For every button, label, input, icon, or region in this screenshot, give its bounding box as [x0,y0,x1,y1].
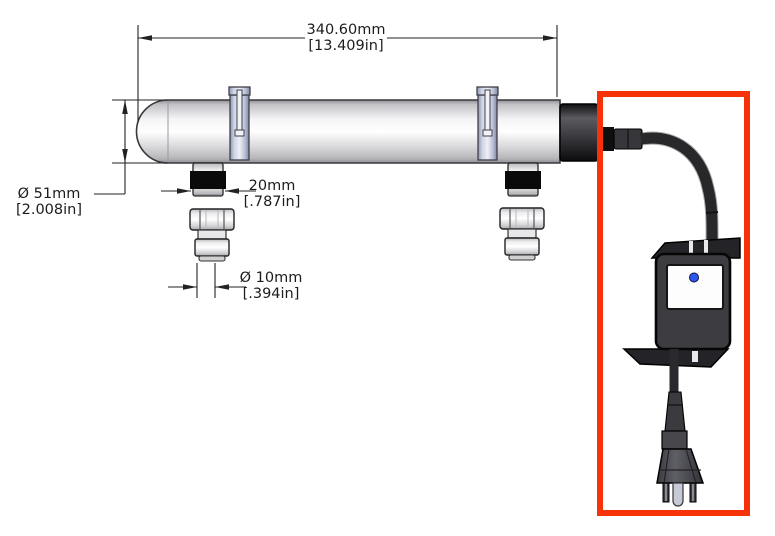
quick-connect-fitting-right [499,207,545,261]
mounting-clip-left [228,86,251,161]
power-cable-upper [639,131,719,257]
dimension-lines [94,25,558,298]
highlight-box [597,91,750,516]
water-port-right [505,162,541,197]
dim-overall-length: 340.60mm [13.409in] [296,22,396,54]
power-led-indicator [689,272,699,283]
power-supply-label [666,264,724,310]
dim-port-width: 20mm [.787in] [240,178,304,210]
dim-port-width-metric: 20mm [248,178,296,194]
dim-port-width-imperial: [.787in] [243,194,301,210]
water-port-left [190,162,226,197]
dim-body-diameter: Ø 51mm [2.008in] [2,186,96,218]
power-plug [656,349,705,507]
dim-port-inner-diameter: Ø 10mm [.394in] [238,270,304,302]
dim-overall-length-imperial: [13.409in] [308,38,384,54]
dim-port-inner-diameter-metric: Ø 10mm [239,270,303,286]
mounting-clip-right [476,86,499,161]
quick-connect-fitting-left [189,208,235,262]
plug-prongs [662,482,697,507]
power-supply [622,237,741,368]
dim-body-diameter-imperial: [2.008in] [15,202,83,218]
dim-port-inner-diameter-imperial: [.394in] [242,286,300,302]
dim-overall-length-metric: 340.60mm [306,22,386,38]
dim-body-diameter-metric: Ø 51mm [17,186,81,202]
